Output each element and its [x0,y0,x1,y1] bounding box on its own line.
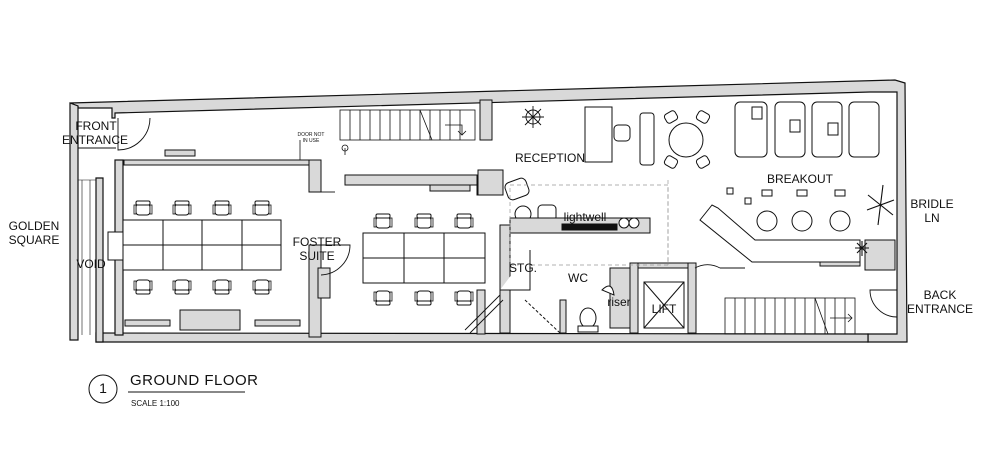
label-bridle-ln-2: LN [924,211,940,225]
plan-number: 1 [99,380,107,396]
plant [522,106,544,128]
interior-walls [123,99,896,338]
label-wc: WC [568,271,588,285]
label-lift: LIFT [651,302,677,316]
label-reception: RECEPTION [515,151,586,165]
label-door-not-in-use-1: DOOR NOT [297,132,325,138]
label-golden-square-1: GOLDEN [8,219,60,233]
plan-title: GROUND FLOOR [130,372,259,389]
stair-bottom [724,297,856,335]
foster-door [320,191,504,334]
label-breakout: BREAKOUT [766,172,833,186]
label-door-not-in-use-2: IN USE [302,138,320,144]
label-back-entrance-2: ENTRANCE [906,302,973,316]
reception-furniture [504,106,711,223]
label-golden-square-2: SQUARE [8,233,60,247]
breakout-plant [855,184,895,256]
back-entrance-door [694,264,898,318]
label-foster-suite-1: FOSTER [292,235,342,249]
desk-cluster-foster [362,232,486,284]
label-foster-suite-2: SUITE [299,249,335,263]
label-back-entrance-1: BACK [923,288,957,302]
front-entrance-door [78,117,151,151]
label-void: VOID [76,257,106,271]
label-bridle-ln-1: BRIDLE [910,197,954,211]
title-block [88,374,245,404]
label-front-entrance-1: FRONT [75,119,117,133]
wc-fixtures [500,250,615,334]
breakout-booths [699,101,880,263]
lift-shaft [643,281,685,329]
desk-cluster-left [107,219,282,271]
stair-top [299,109,476,160]
label-riser: riser [607,295,631,309]
label-front-entrance-2: ENTRANCE [61,133,128,147]
label-lightwell: lightwell [563,210,607,224]
plan-scale: SCALE 1:100 [131,399,180,408]
label-stg: STG. [508,261,537,275]
lightwell-dashed [509,180,669,266]
lightwell-counter [509,217,651,234]
void-hatch [78,179,96,335]
